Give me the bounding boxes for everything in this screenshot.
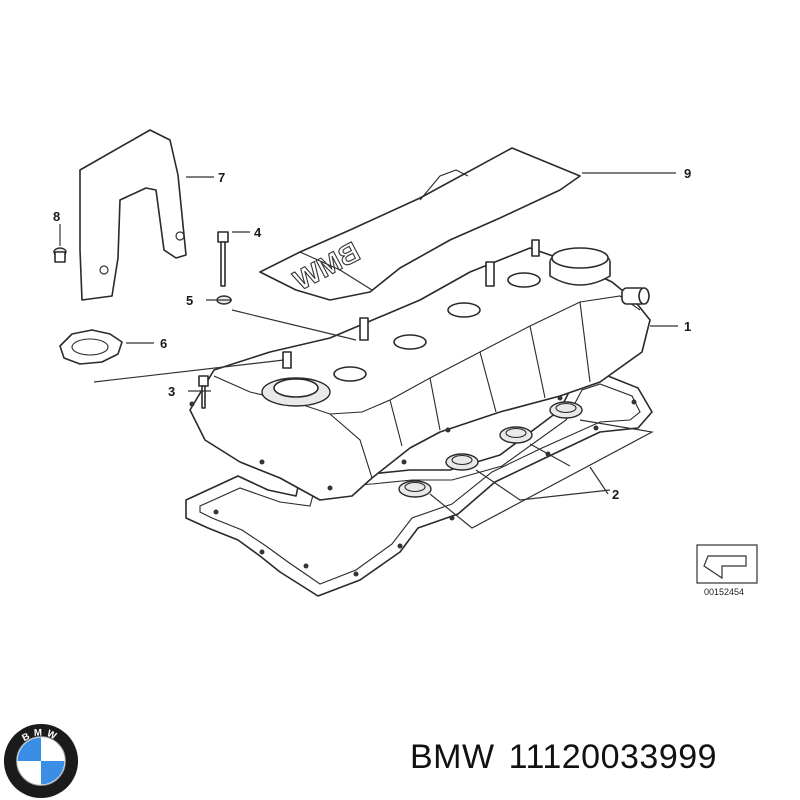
bolt-3 bbox=[198, 375, 209, 409]
callout-2: 2 bbox=[612, 487, 619, 502]
callout-9: 9 bbox=[684, 166, 691, 181]
bmw-logo: BMW bbox=[3, 723, 79, 799]
brand-name: BMW bbox=[410, 738, 495, 776]
callout-4: 4 bbox=[254, 225, 262, 240]
spark-plug-seals bbox=[398, 401, 654, 529]
engine-cover: BMW bbox=[259, 147, 581, 301]
stud-bolt-4 bbox=[217, 231, 229, 287]
callout-7: 7 bbox=[218, 170, 225, 185]
callout-8: 8 bbox=[53, 209, 60, 224]
screw-8 bbox=[53, 247, 67, 263]
callout-1: 1 bbox=[684, 319, 691, 334]
retaining-ring-6 bbox=[59, 329, 123, 365]
leader-lines bbox=[59, 172, 678, 495]
callouts: 1 2 3 4 5 6 7 8 9 bbox=[53, 166, 691, 502]
callout-3: 3 bbox=[168, 384, 175, 399]
part-number: 11120033999 bbox=[508, 738, 718, 776]
reference-number: 00152454 bbox=[704, 587, 744, 597]
valve-cover bbox=[189, 239, 651, 501]
reference-arrow-box: 00152454 bbox=[696, 544, 758, 597]
bracket bbox=[79, 129, 187, 301]
callout-5: 5 bbox=[186, 293, 193, 308]
part-caption: BMW 11120033999 bbox=[410, 738, 790, 777]
callout-6: 6 bbox=[160, 336, 167, 351]
